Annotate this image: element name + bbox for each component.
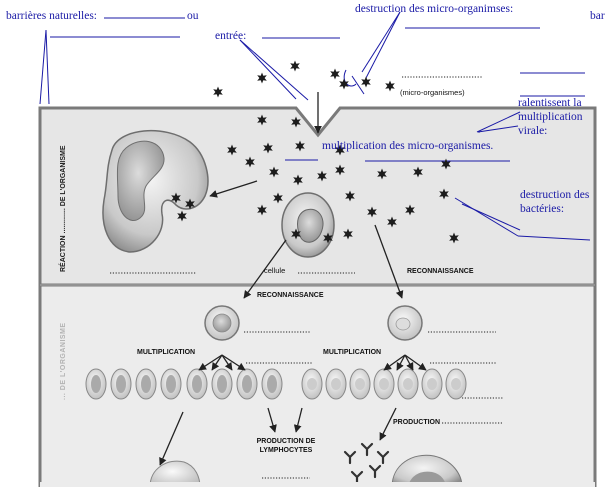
micro-organism-icon — [245, 156, 255, 168]
micro-organism-icon — [257, 72, 267, 84]
micro-organism-icon — [227, 144, 237, 156]
micro-organism-icon — [269, 166, 279, 178]
annotation-destruction-bact-1: destruction des — [520, 189, 590, 201]
printed-arrows — [159, 92, 427, 466]
micro-organism-icon — [290, 60, 300, 72]
annotation-entree: entrée: — [215, 30, 247, 42]
annotation-barrieres-naturelles: barrières naturelles: — [6, 10, 97, 22]
micro-organism-icon — [367, 206, 377, 218]
annotation-lines — [39, 11, 591, 487]
micro-organism-icon — [449, 232, 459, 244]
micro-organism-icon — [361, 76, 371, 88]
annotation-destruction-bact-2: bactéries: — [520, 203, 565, 215]
micro-organism-icon — [257, 204, 267, 216]
annotation-multiplication-micro: multiplication des micro-organismes. — [322, 140, 494, 152]
micro-organism-icon — [339, 78, 349, 90]
infected-cell — [281, 192, 335, 258]
label-production-lymph-1: PRODUCTION DE — [256, 438, 316, 445]
label-reconnaissance-top: RECONNAISSANCE — [407, 268, 474, 275]
micro-organism-icon — [177, 210, 187, 222]
label-multiplication-left: MULTIPLICATION — [137, 349, 196, 356]
side-label-top: RÉACTION ............. DE L'ORGANISME — [60, 145, 67, 272]
label-cellule: cellule — [264, 266, 286, 275]
partial-cell-bottom-right — [391, 454, 463, 487]
annotation-ou: ou — [187, 10, 199, 22]
micro-organism-icon — [385, 80, 395, 92]
micro-organism-icon — [291, 116, 301, 128]
micro-organism-icon — [345, 190, 355, 202]
micro-organism-icon — [377, 168, 387, 180]
micro-organism-icon — [330, 68, 340, 80]
label-reconnaissance-left: RECONNAISSANCE — [257, 292, 324, 299]
micro-organism-icon — [439, 188, 449, 200]
side-label-bottom: ... DE L'ORGANISME — [60, 322, 67, 400]
label-multiplication-right: MULTIPLICATION — [323, 349, 382, 356]
macrophage-cell — [102, 129, 209, 253]
micro-organism-icon — [441, 158, 451, 170]
micro-organism-icon — [185, 198, 195, 210]
micro-organism-icon — [317, 170, 327, 182]
micro-organism-icon — [257, 114, 267, 126]
label-micro-organismes: (micro-organismes) — [400, 88, 465, 97]
multiplied-cells-left — [85, 368, 283, 400]
printed-blank-lines — [110, 76, 503, 479]
micro-organism-icon — [263, 142, 273, 154]
micro-organism-icon — [213, 86, 223, 98]
annotation-ralentissent-2: multiplication — [518, 111, 583, 123]
micro-organism-icon — [405, 204, 415, 216]
micro-organism-icon — [171, 192, 181, 204]
micro-organism-icon — [291, 228, 301, 240]
micro-organism-icon — [273, 192, 283, 204]
multiplied-cells-right — [301, 368, 467, 400]
micro-organism-icon — [335, 144, 345, 156]
partial-cell-bottom-left — [149, 460, 201, 487]
annotation-edge-fragment: bar — [590, 10, 605, 22]
annotation-ralentissent-3: virale: — [518, 125, 548, 137]
label-production: PRODUCTION — [393, 419, 441, 426]
label-production-lymph-2: LYMPHOCYTES — [259, 447, 313, 454]
annotation-destruction-micro: destruction des micro-organimses: — [355, 3, 514, 15]
micro-organism-icon — [323, 232, 333, 244]
micro-organism-icon — [295, 140, 305, 152]
micro-organism-icon — [413, 166, 423, 178]
annotation-ralentissent-1: ralentissent la — [518, 97, 582, 109]
micro-organism-icon — [343, 228, 353, 240]
micro-organisms — [171, 60, 459, 244]
micro-organism-icon — [387, 216, 397, 228]
micro-organism-icon — [293, 174, 303, 186]
micro-organism-icon — [335, 164, 345, 176]
